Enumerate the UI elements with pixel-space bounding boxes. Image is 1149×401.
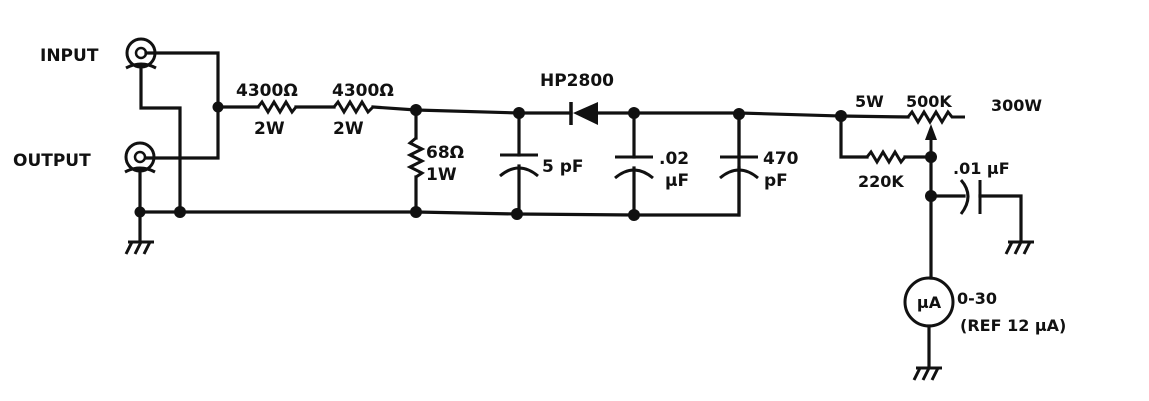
diode-part-label: HP2800 [540, 71, 614, 91]
junction-dot [174, 206, 186, 218]
pot-rating: 5W [855, 92, 884, 111]
c4-value: .01 µF [953, 159, 1010, 178]
meter-range: 0-30 [957, 289, 997, 308]
meter-reference: (REF 12 µA) [960, 316, 1066, 335]
diode-icon [569, 102, 598, 125]
ground-icon [1004, 240, 1034, 255]
output-label: OUTPUT [13, 151, 91, 171]
resistor-r1-icon [256, 99, 298, 115]
r3-rating: 1W [426, 165, 457, 185]
junction-dot [511, 208, 523, 220]
c3-value: 470 [763, 149, 799, 169]
r3-value: 68Ω [426, 143, 464, 163]
pot-value: 500K [906, 92, 952, 111]
r1-value: 4300Ω [236, 81, 298, 101]
meter-symbol: µA [917, 293, 942, 312]
junction-dot [628, 209, 640, 221]
c1-value: 5 pF [542, 157, 584, 177]
ground-icon [912, 366, 942, 381]
r2-value: 4300Ω [332, 81, 394, 101]
c3-unit: pF [764, 171, 788, 191]
input-label: INPUT [40, 46, 99, 66]
r2-rating: 2W [333, 119, 364, 139]
ground-icon [124, 240, 154, 255]
potentiometer-500k-icon [906, 109, 965, 155]
power-note: 300W [991, 96, 1042, 115]
c2-unit: µF [665, 171, 689, 191]
c2-value: .02 [659, 149, 689, 169]
resistor-r4-icon [865, 149, 907, 165]
junction-dot [134, 206, 146, 218]
r4-value: 220K [858, 172, 904, 191]
junction-dot [410, 206, 422, 218]
resistor-r2-icon [332, 99, 375, 115]
r1-rating: 2W [254, 119, 285, 139]
resistor-r3-icon [406, 136, 426, 179]
